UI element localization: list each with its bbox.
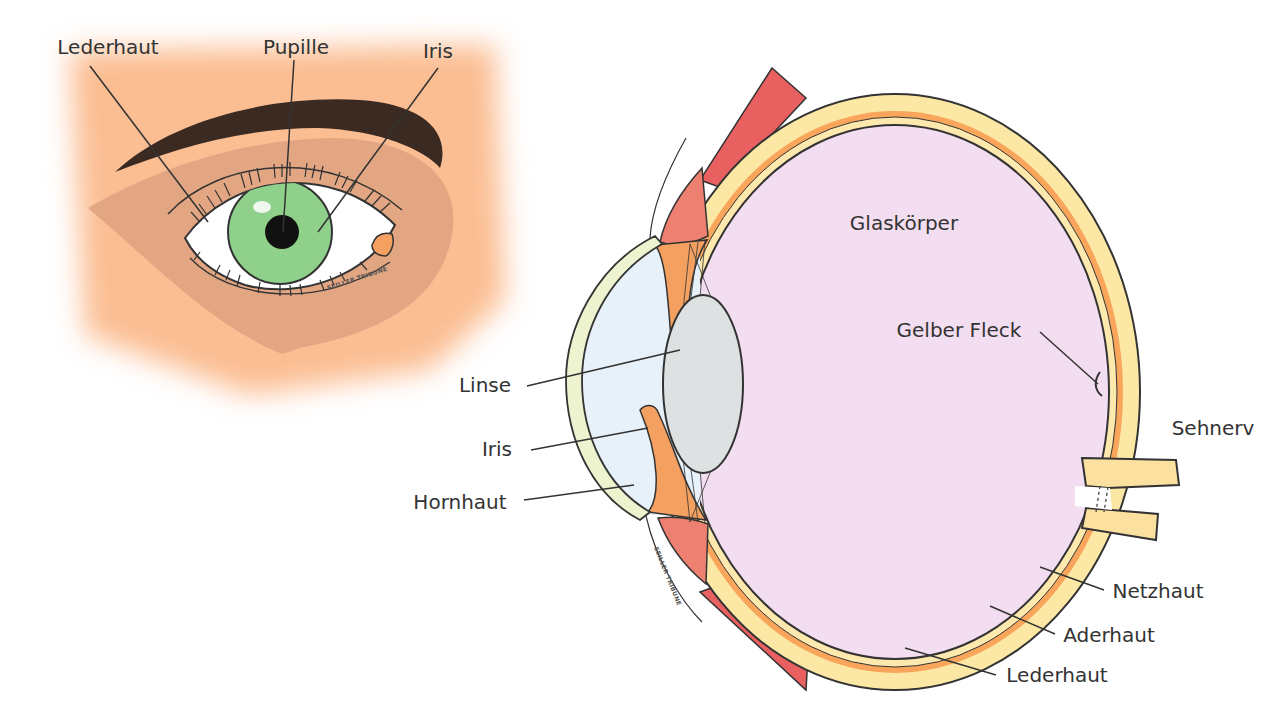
eyebrow: [115, 99, 442, 172]
leader-line: [905, 648, 996, 675]
part-label: Aderhaut: [1063, 623, 1155, 647]
iris-group: [228, 180, 332, 284]
pupil: [265, 215, 299, 249]
optic-nerve: [1082, 458, 1179, 488]
leader-line: [283, 60, 294, 232]
part-label: Lederhaut: [1006, 663, 1107, 687]
cornea: [566, 236, 662, 520]
part-label: Linse: [459, 373, 511, 397]
caruncle: [372, 233, 393, 256]
eyelashes: [191, 162, 390, 296]
leader-line: [524, 485, 634, 500]
part-label: Netzhaut: [1112, 579, 1203, 603]
sclera: [650, 94, 1140, 690]
part-label: Iris: [482, 437, 512, 461]
part-label: Hornhaut: [413, 490, 506, 514]
leader-line: [318, 68, 438, 232]
part-label: Pupille: [263, 35, 329, 59]
leader-lines: [90, 60, 438, 232]
part-label: Gelber Fleck: [897, 318, 1022, 342]
eyelid: [646, 138, 702, 622]
ciliary-body: [660, 168, 708, 245]
skin: [70, 45, 505, 395]
leader-line: [990, 606, 1055, 634]
eye-section: [524, 68, 1179, 690]
part-label: Lederhaut: [57, 35, 158, 59]
part-label: Iris: [423, 39, 453, 63]
highlight: [253, 201, 271, 213]
leader-line: [527, 350, 680, 386]
lens: [663, 295, 743, 473]
iris: [228, 180, 332, 284]
optic-nerve: [1082, 508, 1158, 540]
part-label: Sehnerv: [1172, 416, 1255, 440]
outer-eye: [70, 45, 505, 395]
vitreous-body: [681, 125, 1109, 659]
leader-line: [531, 428, 648, 450]
leader-line: [90, 66, 208, 222]
part-label: Glaskörper: [850, 211, 958, 235]
nerve-fibres: [1096, 486, 1108, 512]
leader-lines: [524, 332, 1104, 675]
macula: [1096, 372, 1102, 396]
leader-line: [1040, 332, 1098, 384]
lower-lid: [190, 258, 390, 294]
leader-line: [1040, 567, 1104, 590]
optic-disc: [1075, 486, 1112, 510]
skin-shadow: [88, 138, 454, 354]
